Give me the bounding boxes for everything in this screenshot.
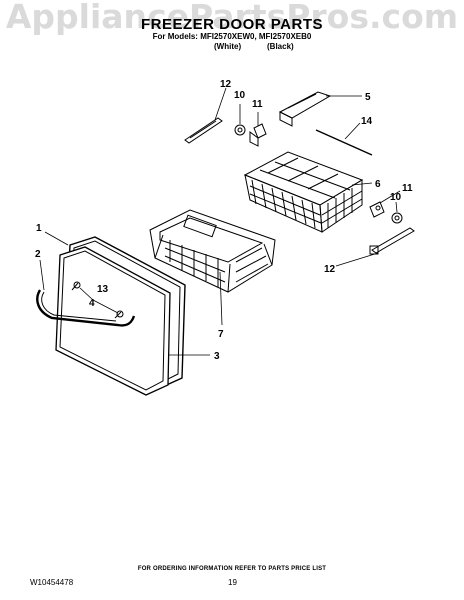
bushing-lower (391, 212, 403, 224)
ordering-note: FOR ORDERING INFORMATION REFER TO PARTS … (137, 566, 327, 572)
bracket-upper (249, 123, 267, 147)
callout-11-upper: 11 (252, 99, 263, 110)
document-number: W10454478 (30, 578, 74, 587)
callout-13: 13 (97, 284, 109, 295)
bracket-lower (369, 201, 385, 218)
callout-7: 7 (218, 329, 224, 340)
color-black-label: (Black) (267, 42, 294, 51)
leader-lines (39, 87, 401, 356)
color-white-label: (White) (214, 42, 242, 51)
door-handle (36, 289, 136, 327)
freezer-bin (149, 209, 276, 293)
bushing-upper (234, 124, 246, 136)
callout-6: 6 (375, 179, 381, 190)
callout-3: 3 (214, 351, 220, 362)
model-numbers: For Models: MFI2570XEW0, MFI2570XEB0 (152, 32, 312, 41)
callout-5: 5 (365, 92, 371, 103)
callout-4: 4 (89, 298, 95, 309)
page-title: FREEZER DOOR PARTS (140, 16, 324, 33)
callout-12-lower: 12 (324, 264, 336, 275)
callout-10-upper: 10 (234, 90, 246, 101)
slide-rail-lower (369, 227, 415, 255)
page-number: 19 (228, 578, 237, 587)
callout-14: 14 (361, 116, 373, 127)
rod (315, 129, 373, 156)
wire-basket (243, 151, 364, 233)
watermark: AppliancePartsPros.com (5, 0, 459, 36)
slide-rail-upper (184, 117, 223, 144)
callout-12-upper: 12 (220, 79, 232, 90)
rail-support (278, 91, 332, 127)
callout-10-lower: 10 (390, 192, 402, 203)
handle-screws (71, 281, 124, 319)
callout-2: 2 (35, 249, 41, 260)
callout-11-lower: 11 (402, 183, 413, 194)
callout-1: 1 (36, 223, 42, 234)
